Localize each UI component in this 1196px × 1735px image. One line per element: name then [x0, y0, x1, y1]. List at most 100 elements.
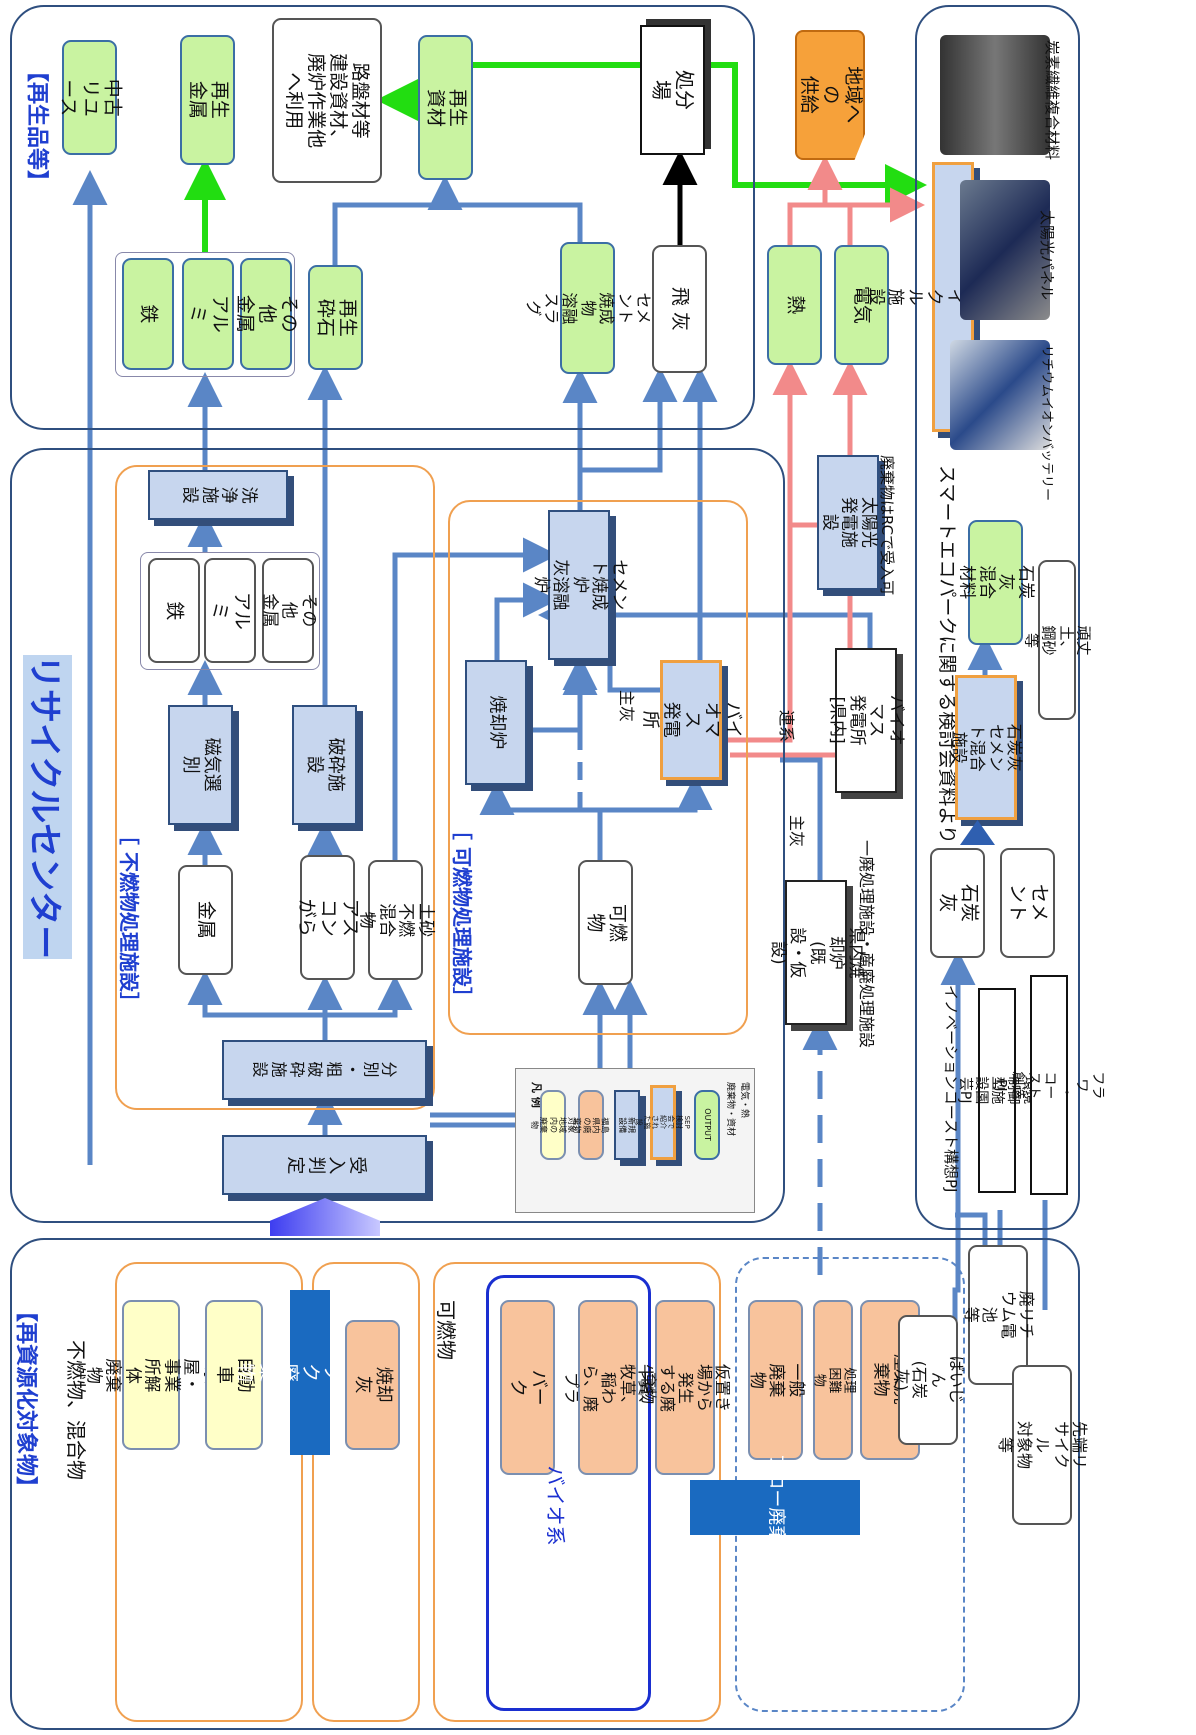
- legend-target-area: 対象地域内の廃棄物: [540, 1090, 566, 1160]
- recycled-stone-box: 再生砕石: [308, 265, 363, 370]
- cement-kiln-box: セメント焼成炉 灰溶融炉: [548, 510, 610, 660]
- legend-sep: SEP検討会で紹介された施設: [650, 1085, 676, 1160]
- cement-slag-box: セメント焼成物 溶融スラグ: [560, 242, 615, 374]
- disposal-site-box: 処分場: [640, 25, 705, 155]
- magnetic-sort-box: 磁気選別: [168, 705, 233, 825]
- fly-ash-box: 飛 灰: [652, 245, 707, 373]
- biomass-plant-box-label: バイオマス 発電所: [639, 694, 742, 746]
- pref-incinerator-box: 県内焼却炉 (既設・仮設): [785, 880, 847, 1025]
- solar-plant-box: 太陽光 発電施設: [817, 455, 879, 590]
- soot-box: ばいじん (石炭灰): [898, 1315, 958, 1445]
- cement-slag-box-label: セメント焼成物 溶融スラグ: [523, 285, 652, 332]
- legend-output-label: OUTPUT: [702, 1109, 711, 1142]
- recycled-material-box: 再生資材: [418, 35, 473, 180]
- heat-box-label: 熱: [784, 295, 806, 314]
- carbon-fiber-caption: 炭素繊維複合材料: [1042, 40, 1063, 160]
- general-waste-box: 一般廃棄物: [748, 1300, 803, 1460]
- soil-mix-box-label: 土砂不燃 混合物: [356, 897, 434, 944]
- reuse-box: 中古 リユース: [62, 40, 117, 155]
- ascon-box-label: アスコン がら: [295, 894, 361, 941]
- aluminum-box: アルミ: [182, 258, 234, 370]
- flow-waste-banner-label: フロー廃棄物: [765, 1454, 786, 1562]
- sorted-aluminum-box: アルミ: [204, 558, 256, 663]
- legend-sep-label: SEP検討会で紹介された施設: [635, 1114, 691, 1130]
- cement-box-label: セメント: [1006, 880, 1050, 927]
- crushing-box: 破砕施設: [292, 705, 357, 825]
- recycled-stone-box-label: 再生砕石: [314, 294, 358, 341]
- fly-ash-box-label: 飛 灰: [669, 287, 691, 331]
- incineration-ash-box-label: 焼却灰: [352, 1362, 393, 1409]
- recycle-products-title: 【再生品等】: [23, 60, 55, 192]
- recycled-metal-box: 再生金属: [180, 35, 235, 165]
- legend-line2-label: 電気・熱: [739, 1082, 752, 1118]
- flow-waste-banner: フロー廃棄物: [690, 1480, 860, 1535]
- li-battery-box-label: 廃リチウム電池 等: [961, 1289, 1035, 1341]
- sorted-iron-box-label: 鉄: [163, 601, 185, 620]
- flower-pj-box: フラワー・コースト創造PJ: [1030, 975, 1068, 1195]
- main-ash-label: 主灰: [616, 690, 640, 722]
- soil-mix-box: 土砂不燃 混合物: [368, 860, 423, 980]
- main-ash-label-2: 主灰: [786, 815, 810, 847]
- sorting-facility-box: 分 別 ・ 粗 破 砕 施 設: [222, 1040, 427, 1100]
- other-metal-box: その他 金属: [240, 258, 292, 370]
- legend-target-area-label: 対象地域内の廃棄物: [530, 1116, 576, 1134]
- ash-mix-facility-box: 石炭灰セメン ト混合施設: [955, 675, 1017, 820]
- sorted-iron-box: 鉄: [148, 558, 200, 663]
- pref-incinerator-note: 一廃処理施設・産廃処理施設: [856, 840, 880, 1048]
- advanced-target-box: 先端リサイクル 対象物 等: [1012, 1365, 1072, 1525]
- recycled-material-box-label: 再生資材: [424, 84, 468, 131]
- legend-line1-label: 廃棄物・資材: [725, 1082, 738, 1136]
- solar-plant-box-label: 太陽光 発電施設: [819, 495, 878, 549]
- metal-box-label: 金属: [195, 901, 217, 939]
- bark-box: バーク: [500, 1300, 555, 1475]
- li-ion-caption: リチウムイオンバッテリー: [1039, 345, 1058, 501]
- incinerator-box-label: 焼却炉: [486, 696, 507, 750]
- construction-use-box-label: 路盤材等 建設資材、 廃炉作業他 へ利用: [283, 53, 370, 148]
- temp-site-waste-box-label: 仮置き場から発生 する廃棄物: [639, 1361, 731, 1413]
- other-metal-box-label: その他 金属: [233, 292, 299, 336]
- recycle-center-title: リサイクルセンター: [23, 655, 72, 959]
- solar-panel-caption: 太陽光パネル: [1037, 210, 1058, 300]
- washing-box: 洗 浄 施 設: [148, 470, 288, 520]
- legend-output: OUTPUT: [694, 1090, 720, 1160]
- flower-pj-box-label: フラワー・コースト創造PJ: [993, 1070, 1106, 1100]
- pref-incinerator-box-label: 県内焼却炉 (既設・仮設): [767, 925, 865, 979]
- demolition-waste-box-label: 家屋・事業所解体 廃棄物: [83, 1350, 220, 1400]
- construction-use-box: 路盤材等 建設資材、 廃炉作業他 へ利用: [272, 18, 382, 183]
- ganjo-box: 頑丈土、鋼砂 等: [1038, 560, 1076, 720]
- ascon-box: アスコン がら: [300, 855, 355, 980]
- combustible-box-label: 可燃物: [584, 899, 628, 946]
- difficult-waste-box: 処理困難物: [813, 1300, 853, 1460]
- biomass-pref-box: バイオマス 発電所[県内]: [835, 648, 897, 793]
- regional-supply-box-label: 地域への 供給: [797, 64, 863, 126]
- legend-fukushima: 福島県内の廃棄物: [578, 1090, 604, 1160]
- bio-label: バイオ系: [512, 1475, 597, 1535]
- bio-label-label: バイオ系: [543, 1465, 566, 1545]
- ash-mix-material-box-label: 石炭灰 混合材料: [956, 559, 1034, 606]
- soot-box-label: ばいじん (石炭灰): [891, 1354, 965, 1406]
- sorted-other-box-label: その他 金属: [259, 588, 318, 632]
- sorting-facility-box-label: 分 別 ・ 粗 破 砕 施 設: [251, 1062, 398, 1078]
- ganjo-box-label: 頑丈土、鋼砂 等: [1023, 625, 1092, 655]
- demolition-waste-box: 家屋・事業所解体 廃棄物: [122, 1300, 180, 1450]
- manure-box: 牛糞、牧草、稲わ ら、廃プラ: [578, 1300, 638, 1475]
- incineration-ash-box: 焼却灰: [345, 1320, 400, 1450]
- combustible-title: ［ 可燃物処理施設］: [449, 820, 478, 1007]
- washing-box-label: 洗 浄 施 設: [179, 487, 257, 504]
- crushing-box-label: 破砕施設: [304, 737, 345, 794]
- coal-ash-box: 石炭灰: [930, 848, 985, 958]
- li-battery-box: 廃リチウム電池 等: [968, 1245, 1028, 1385]
- regional-supply-box: 地域への 供給: [795, 30, 865, 160]
- bark-box-label: バーク: [507, 1364, 548, 1411]
- stock-waste-banner: ストック廃棄物: [290, 1290, 330, 1455]
- general-waste-box-label: 一般廃棄物: [746, 1356, 805, 1403]
- li-ion-photo: [950, 340, 1050, 450]
- sorted-other-box: その他 金属: [262, 558, 314, 663]
- coal-ash-box-label: 石炭灰: [936, 880, 980, 927]
- temp-site-waste-box: 仮置き場から発生 する廃棄物: [655, 1300, 715, 1475]
- ash-mix-facility-box-label: 石炭灰セメン ト混合施設: [949, 722, 1023, 774]
- combustible-box: 可燃物: [578, 860, 633, 985]
- grid-connect-label: 連系: [776, 710, 800, 742]
- metal-box: 金属: [178, 865, 233, 975]
- legend-fukushima-label: 福島県内の廃棄物: [573, 1116, 610, 1134]
